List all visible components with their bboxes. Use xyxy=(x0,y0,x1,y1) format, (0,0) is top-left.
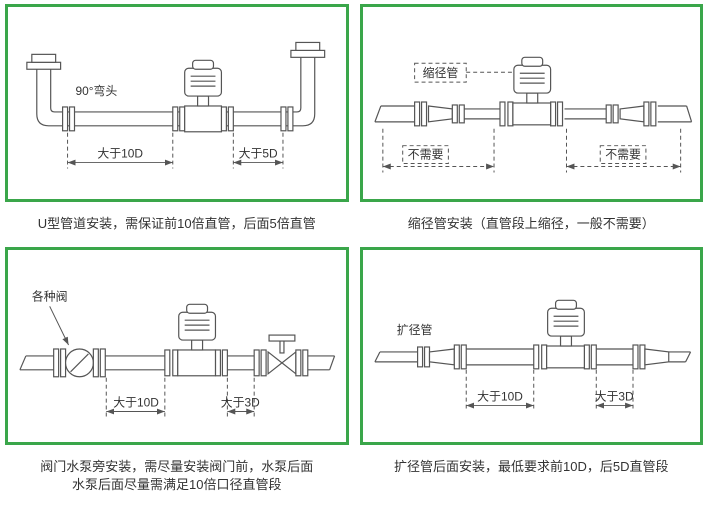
valve-stem xyxy=(279,339,285,354)
cell-reducer: 缩径管 不需要 不需要 缩径管安装（直管段上缩径，一般不需要） xyxy=(359,4,703,243)
gate-valve xyxy=(253,334,309,377)
transmitter-head xyxy=(184,67,223,97)
panel-expander: 扩径管 大于10D 大于3D xyxy=(359,247,703,446)
sensor-body xyxy=(184,105,223,133)
transmitter-head xyxy=(512,64,551,94)
reducer-cone-left xyxy=(427,105,453,123)
panel-u-pipe: 90°弯头 大于10D 大于5D xyxy=(5,4,349,202)
expander-label: 扩径管 xyxy=(396,323,432,337)
dim-left-label: 大于10D xyxy=(477,390,523,404)
cell-expander: 扩径管 大于10D 大于3D 扩径管后面安装，最低要求前10D，后5D直管段 xyxy=(359,247,703,504)
dim-right-label: 大于5D xyxy=(239,147,278,161)
sensor-body xyxy=(545,345,585,369)
panel-reducer: 缩径管 不需要 不需要 xyxy=(359,4,703,202)
transmitter-head xyxy=(178,311,217,341)
dimensions: 大于10D 大于3D xyxy=(105,377,260,418)
elbow-label: 90°弯头 xyxy=(76,84,118,98)
cell-valve-pump: 各种阀 大于10D 大于3D 阀门水泵旁安装，需尽量安装阀门前，水泵后面 水泵后… xyxy=(5,247,349,504)
dimensions: 大于10D 大于3D xyxy=(465,370,634,412)
reducer-label: 缩径管 xyxy=(422,66,458,80)
reducer-cone xyxy=(643,348,669,366)
flowmeter xyxy=(532,299,597,370)
pipe-assembly xyxy=(373,101,692,127)
dim-right-label: 大于3D xyxy=(221,396,260,410)
sensor-body xyxy=(177,349,217,377)
expander-cone xyxy=(428,348,455,366)
caption-u-pipe: U型管道安装，需保证前10倍直管，后面5倍直管 xyxy=(37,216,316,231)
valves-callout: 各种阀 xyxy=(32,290,69,346)
u-pipe-diagram: 90°弯头 大于10D 大于5D xyxy=(26,41,326,169)
caption-expander: 扩径管后面安装，最低要求前10D，后5D直管段 xyxy=(394,459,669,475)
right-riser-flange xyxy=(290,49,326,58)
dim-left-label: 大于10D xyxy=(97,147,143,161)
sensor-body xyxy=(511,102,551,126)
dim-right-label: 大于3D xyxy=(594,390,633,404)
butterfly-valve xyxy=(53,348,106,378)
not-needed-right-label: 不需要 xyxy=(605,148,641,162)
pipe-assembly xyxy=(19,355,336,371)
panel-valve-pump: 各种阀 大于10D 大于3D xyxy=(5,247,349,446)
expander-cone-right xyxy=(619,105,645,123)
caption-reducer: 缩径管安装（直管段上缩径，一般不需要） xyxy=(407,216,655,231)
pipe-assembly xyxy=(373,344,691,370)
flowmeter xyxy=(164,303,228,377)
dim-left-label: 大于10D xyxy=(113,396,159,410)
valve-pump-diagram: 各种阀 大于10D 大于3D xyxy=(19,290,336,418)
reducer-diagram: 缩径管 不需要 不需要 xyxy=(373,56,692,173)
flowmeter xyxy=(172,59,234,133)
cell-u-pipe: 90°弯头 大于10D 大于5D U型管道安装，需保证前10倍直管，后面5倍直管 xyxy=(5,4,349,243)
caption-valve-pump: 阀门水泵旁安装，需尽量安装阀门前，水泵后面 水泵后面尽量需满足10倍口径直管段 xyxy=(40,459,314,493)
dimensions: 大于10D 大于5D xyxy=(67,132,284,169)
left-riser-flange xyxy=(26,61,62,70)
dimensions: 不需要 不需要 xyxy=(381,128,681,173)
valves-label: 各种阀 xyxy=(32,290,68,304)
flowmeter xyxy=(498,56,563,127)
valve-handle xyxy=(268,334,296,342)
transmitter-head xyxy=(546,307,585,337)
not-needed-left-label: 不需要 xyxy=(407,148,443,162)
pipe-assembly xyxy=(26,41,326,132)
reducer-callout: 缩径管 xyxy=(413,62,512,83)
expander-diagram: 扩径管 大于10D 大于3D xyxy=(373,299,691,412)
